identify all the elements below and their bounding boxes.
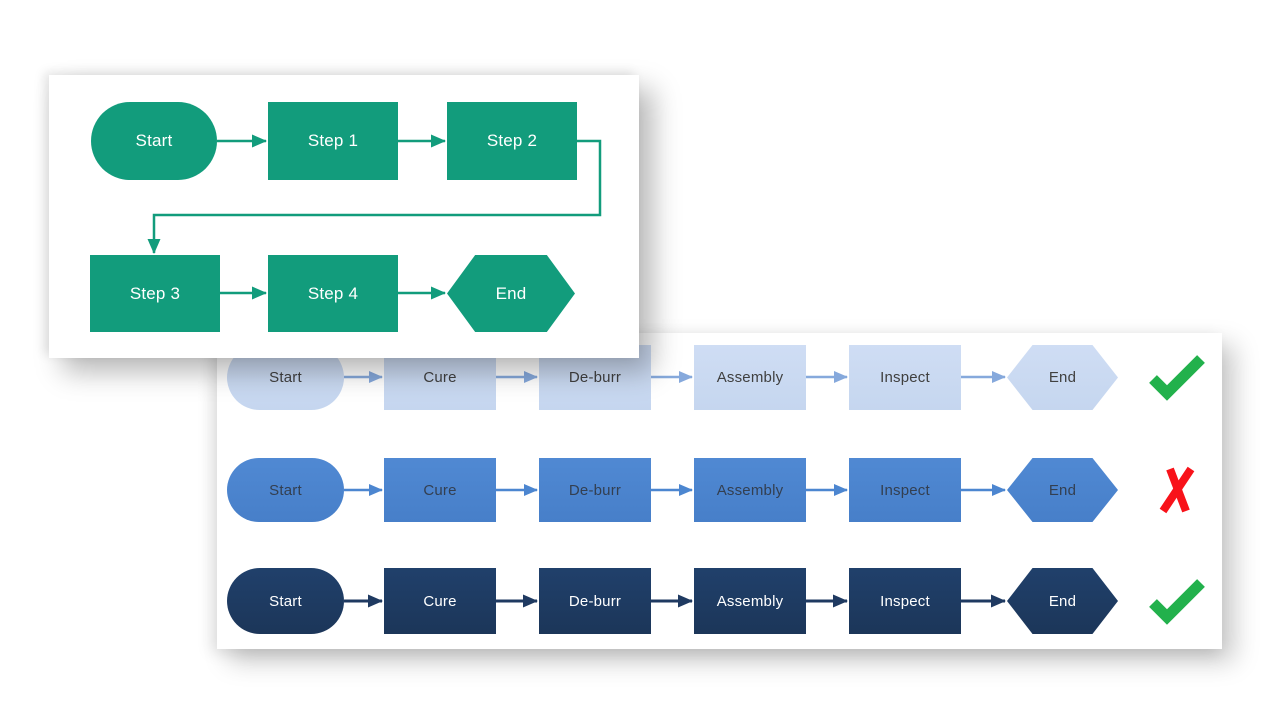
flow-node-start-row3: Start: [227, 568, 344, 634]
flow-node-label: Step 2: [486, 131, 538, 150]
flow-node-label: Assembly: [716, 481, 784, 499]
cross-icon: [1158, 465, 1196, 515]
flow-node-label: De-burr: [568, 369, 622, 386]
flow-node-label: End: [1048, 369, 1077, 386]
flow-node-label: Inspect: [880, 481, 930, 499]
flow-node-label: Assembly: [716, 369, 784, 386]
flow-node-inspect-row1: Inspect: [849, 345, 961, 410]
flow-node-cure-row2: Cure: [384, 458, 496, 522]
flow-node-end-row1: End: [1007, 345, 1118, 410]
flow-node-label: Start: [269, 592, 302, 610]
flow-node-label: Start: [135, 131, 173, 150]
flow-node-step3: Step 3: [90, 255, 220, 332]
flow-node-cure-row3: Cure: [384, 568, 496, 634]
flow-node-label: Step 3: [129, 283, 181, 303]
flow-node-label: Inspect: [880, 592, 930, 610]
check-icon: [1148, 576, 1206, 626]
flow-node-label: Start: [269, 481, 302, 499]
flow-node-label: Start: [269, 369, 302, 386]
flow-node-deburr-row3: De-burr: [539, 568, 651, 634]
comparison-card: Start Cure De-burr Assembly Inspect End …: [217, 333, 1222, 649]
flow-node-label: Assembly: [716, 592, 784, 610]
flow-node-deburr-row2: De-burr: [539, 458, 651, 522]
flow-node-label: End: [495, 283, 527, 303]
flow-node-label: Cure: [423, 592, 457, 610]
flow-node-start-row2: Start: [227, 458, 344, 522]
flow-node-label: End: [1048, 481, 1077, 499]
flow-node-step4: Step 4: [268, 255, 398, 332]
flow-node-end: End: [447, 255, 575, 332]
flow-node-end-row2: End: [1007, 458, 1118, 522]
flow-node-label: Cure: [423, 481, 457, 499]
flow-node-label: De-burr: [568, 592, 622, 610]
flow-node-inspect-row2: Inspect: [849, 458, 961, 522]
flow-node-label: Inspect: [880, 369, 930, 386]
flow-node-assembly-row2: Assembly: [694, 458, 806, 522]
flow-node-start: Start: [91, 102, 217, 180]
flow-node-step2: Step 2: [447, 102, 577, 180]
flow-node-end-row3: End: [1007, 568, 1118, 634]
flow-node-label: De-burr: [568, 481, 622, 499]
flow-node-label: End: [1048, 592, 1077, 610]
flow-node-assembly-row3: Assembly: [694, 568, 806, 634]
check-icon: [1148, 352, 1206, 402]
flow-node-label: Step 1: [307, 131, 359, 150]
flow-node-label: Cure: [423, 369, 457, 386]
green-flowchart-card: Start Step 1 Step 2 Step 3 Step 4 End: [49, 75, 639, 358]
flow-node-inspect-row3: Inspect: [849, 568, 961, 634]
flow-node-assembly-row1: Assembly: [694, 345, 806, 410]
flow-node-step1: Step 1: [268, 102, 398, 180]
flow-node-label: Step 4: [307, 283, 359, 303]
